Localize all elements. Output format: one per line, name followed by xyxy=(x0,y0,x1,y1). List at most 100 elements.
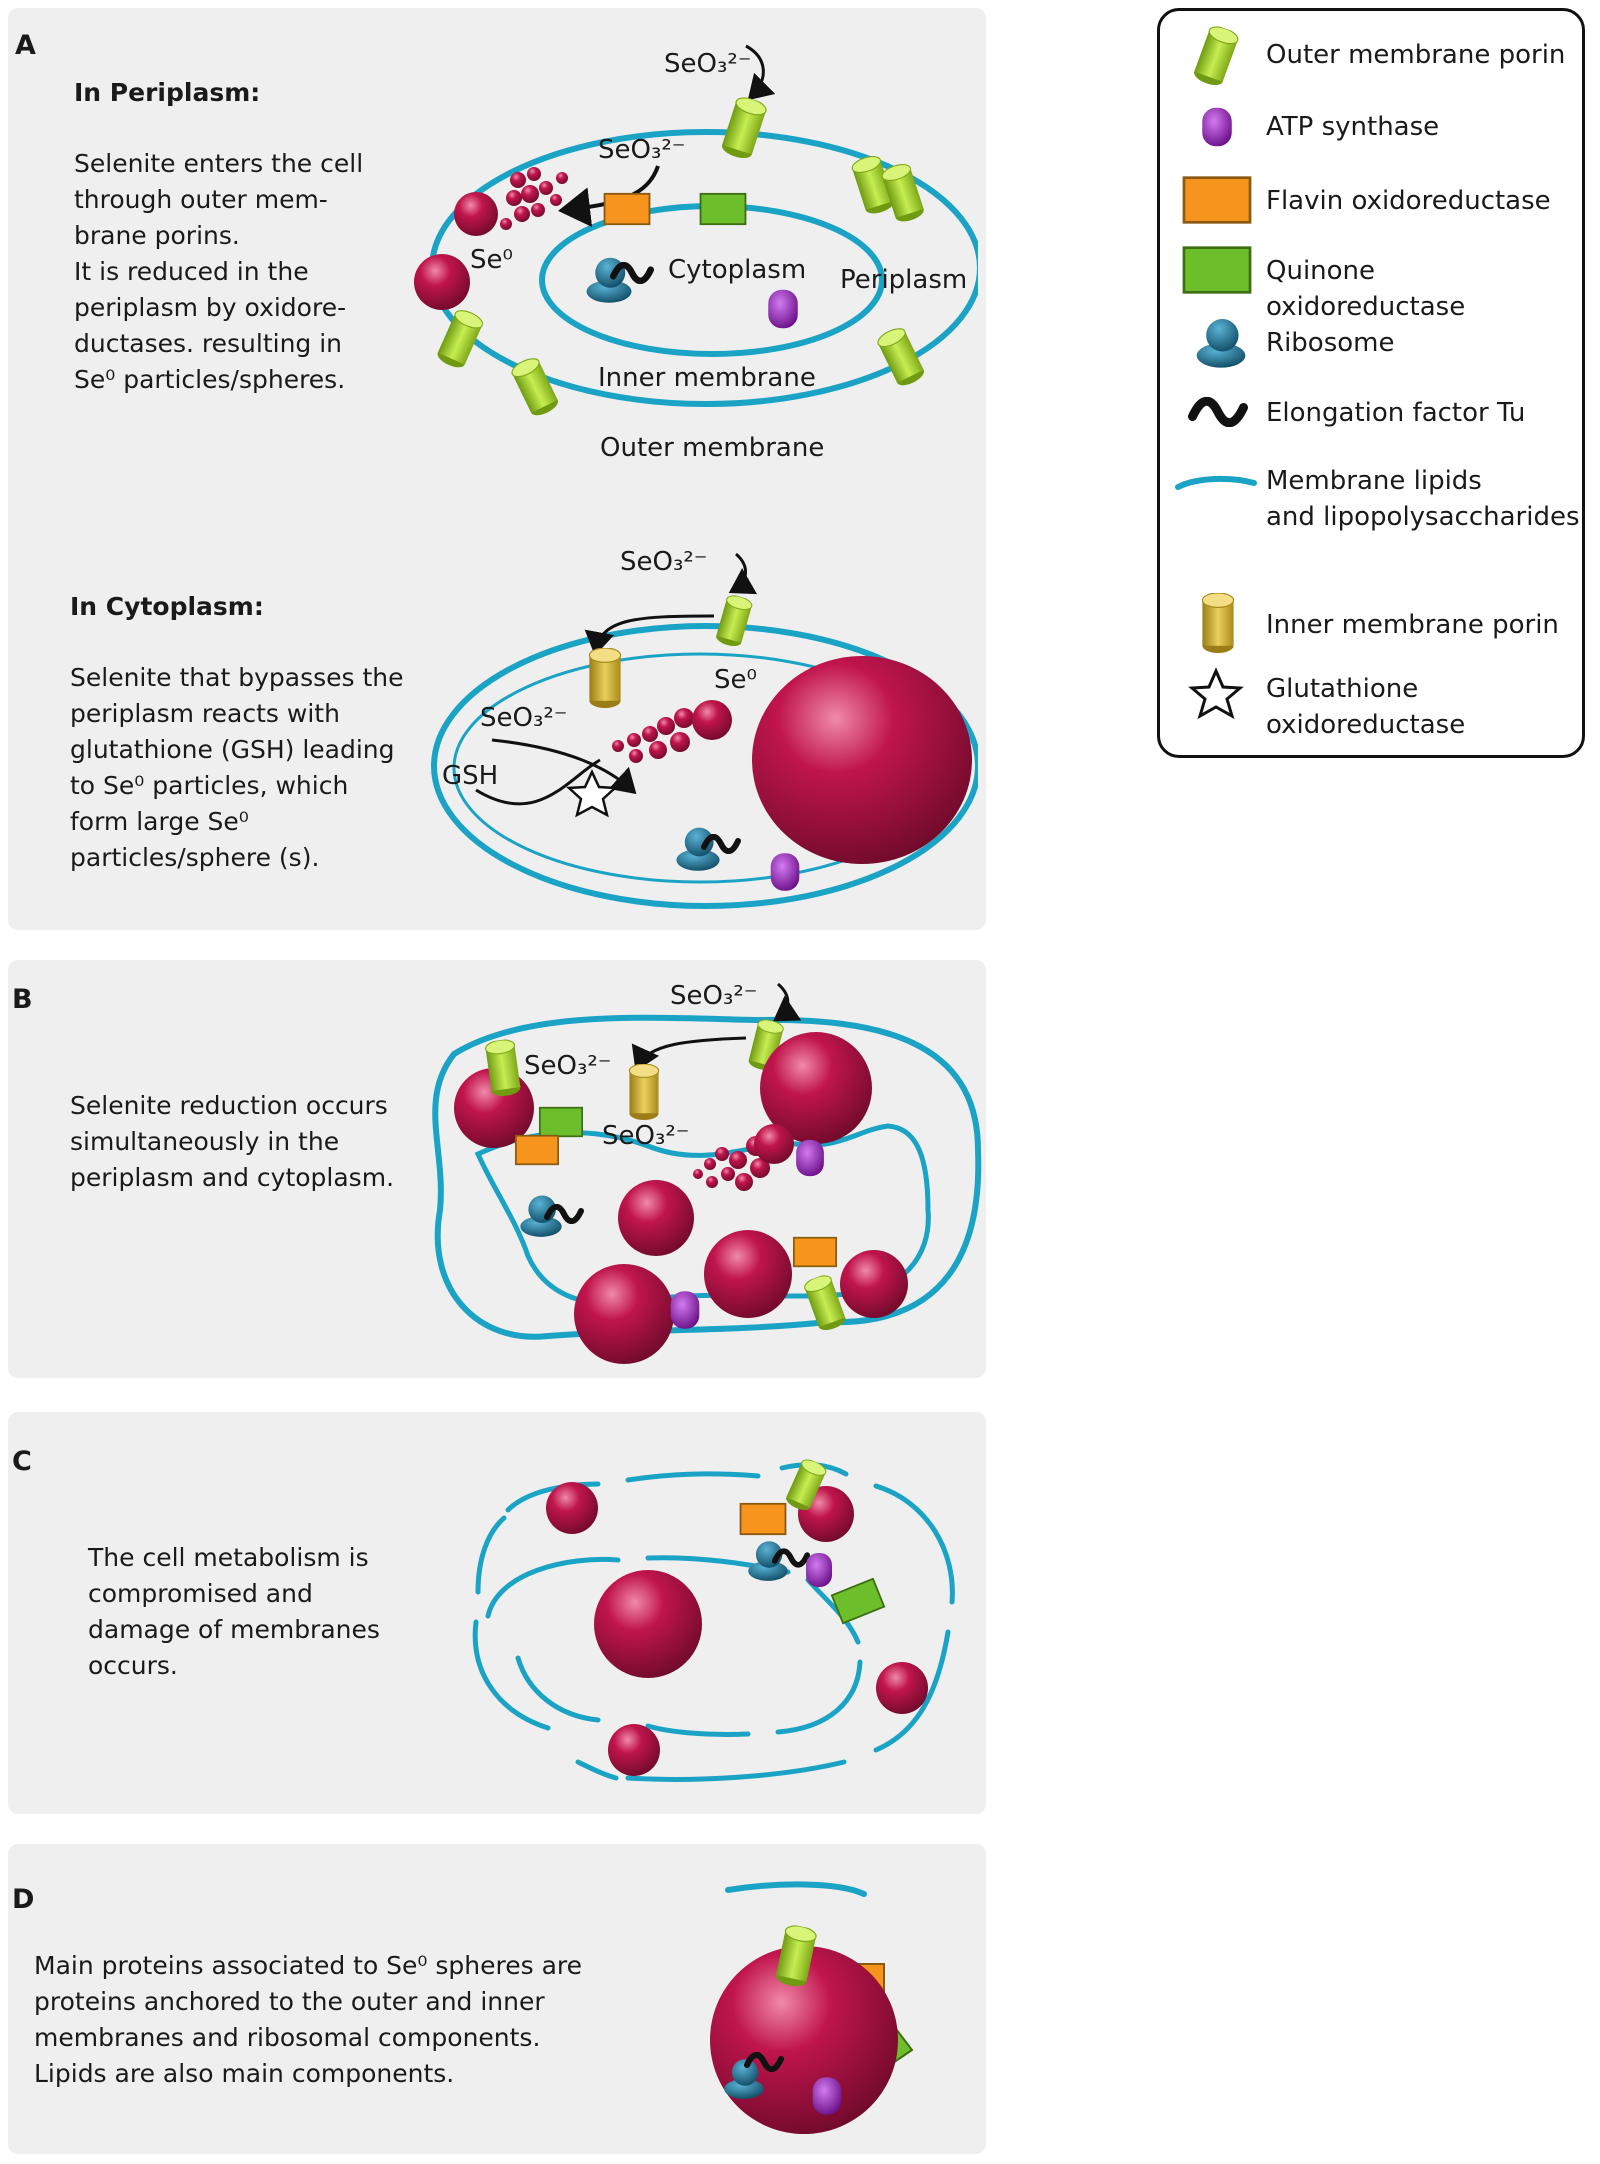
se-sphere xyxy=(704,1230,792,1318)
seo3-label-top: SeO₃²⁻ xyxy=(664,49,752,79)
atp-synthase-icon xyxy=(770,853,800,891)
panel-b: B Selenite reduction occurs simultaneous… xyxy=(8,960,986,1378)
outer-porin-icon xyxy=(719,94,769,162)
se-small-particles xyxy=(612,708,694,763)
elongation-factor-icon xyxy=(1174,381,1258,441)
cytoplasm-heading: In Cytoplasm: xyxy=(70,592,264,621)
se-sphere xyxy=(876,1662,928,1714)
quinone-oxidoreductase-icon xyxy=(699,192,747,226)
legend-label: ATP synthase xyxy=(1266,112,1440,142)
legend-label: Flavin oxidoreductase xyxy=(1266,186,1551,216)
panel-letter-c: C xyxy=(12,1446,32,1477)
outer-membrane xyxy=(431,623,978,909)
glutathione-star-icon xyxy=(565,769,619,818)
atp-synthase-icon xyxy=(1202,107,1232,147)
atp-synthase-icon xyxy=(812,2077,842,2115)
legend-label: Ribosome xyxy=(1266,328,1395,358)
panel-c-description: The cell metabolism is compromised and d… xyxy=(88,1543,380,1680)
flavin-oxidoreductase-icon xyxy=(1182,176,1252,224)
glutathione-star-icon xyxy=(1188,667,1244,720)
membrane-lipid-icon xyxy=(1175,475,1257,490)
se-small-particles xyxy=(693,1136,770,1191)
se-sphere xyxy=(618,1180,694,1256)
legend: Outer membrane porin ATP synthase Flavin… xyxy=(1157,8,1585,758)
quinone-oxidoreductase-icon xyxy=(538,1106,584,1138)
se-sphere xyxy=(760,1032,872,1144)
outer-porin-icon xyxy=(508,354,562,420)
selenite-entry-arrow xyxy=(745,44,776,101)
seo3-label-cytoplasm: SeO₃²⁻ xyxy=(480,703,568,733)
ribosome-icon xyxy=(1196,319,1246,368)
panel-letter-b: B xyxy=(12,984,33,1015)
legend-label: Outer membrane porin xyxy=(1266,40,1566,70)
inner-membrane xyxy=(474,1123,931,1307)
cytoplasm-cell-diagram: SeO₃²⁻ Se⁰ SeO₃²⁻ GSH xyxy=(431,547,978,909)
cytoplasm-label: Cytoplasm xyxy=(668,255,806,285)
panel-letter-a: A xyxy=(15,30,36,61)
panel-a: A In Periplasm: Selenite enters the cell… xyxy=(8,8,986,930)
se-sphere xyxy=(608,1724,660,1776)
legend-label: Membrane lipids and lipopolysaccharides xyxy=(1266,466,1580,532)
legend-label: Quinone oxidoreductase xyxy=(1266,256,1466,322)
periplasm-arrow xyxy=(631,1036,747,1072)
outer-porin-icon xyxy=(434,306,486,372)
outer-membrane-label: Outer membrane xyxy=(600,433,824,463)
periplasm-heading: In Periplasm: xyxy=(74,78,261,107)
selenite-entry-arrow xyxy=(773,982,802,1022)
ribosome-icon xyxy=(520,1195,562,1237)
se0-label: Se⁰ xyxy=(714,665,757,695)
gsh-reaction-arrow xyxy=(475,758,601,806)
legend-label: Elongation factor Tu xyxy=(1266,398,1526,428)
seo3-label-top: SeO₃²⁻ xyxy=(670,981,758,1011)
quinone-oxidoreductase-icon xyxy=(1182,246,1252,294)
panel-d-description: Main proteins associated to Se⁰ spheres … xyxy=(34,1951,583,2088)
se-sphere xyxy=(840,1250,908,1318)
seo3-label-top: SeO₃²⁻ xyxy=(620,547,708,577)
outer-porin-icon xyxy=(714,592,754,650)
selenite-reaction-arrow xyxy=(491,738,637,795)
se-sphere xyxy=(414,254,470,310)
flavin-oxidoreductase-icon xyxy=(739,1502,787,1536)
se-sphere xyxy=(594,1570,702,1678)
periplasm-description: Selenite enters the cell through outer m… xyxy=(74,149,364,394)
seo3-label-cytoplasm: SeO₃²⁻ xyxy=(602,1121,690,1151)
ribosome-icon xyxy=(748,1541,788,1581)
atp-synthase-icon xyxy=(670,1291,700,1329)
selenite-entry-arrow xyxy=(728,552,758,595)
panel-c: C The cell metabolism is compromised and… xyxy=(8,1412,986,1814)
flavin-oxidoreductase-icon xyxy=(603,192,651,226)
panel-b-cell-diagram: SeO₃²⁻ SeO₃²⁻ SeO₃²⁻ xyxy=(432,981,982,1364)
se-large-sphere xyxy=(752,656,972,864)
seo3-label-periplasm: SeO₃²⁻ xyxy=(524,1051,612,1081)
seo3-label-periplasm: SeO₃²⁻ xyxy=(598,135,686,165)
periplasm-cell-diagram: SeO₃²⁻ SeO₃²⁻ Se⁰ Cytoplasm P xyxy=(414,44,978,463)
se0-label: Se⁰ xyxy=(470,245,513,275)
inner-membrane-label: Inner membrane xyxy=(598,363,816,393)
legend-label: Glutathione oxidoreductase xyxy=(1266,674,1466,740)
inner-porin-icon xyxy=(628,1064,660,1120)
panel-letter-d: D xyxy=(12,1884,35,1915)
panel-d: D Main proteins associated to Se⁰ sphere… xyxy=(8,1844,986,2154)
periplasm-label: Periplasm xyxy=(840,265,967,295)
bypass-arrow xyxy=(584,614,715,656)
outer-membrane xyxy=(432,1014,982,1340)
atp-synthase-icon xyxy=(768,289,798,329)
panel-c-cell-diagram xyxy=(472,1456,955,1782)
gsh-label: GSH xyxy=(442,761,498,791)
panel-b-description: Selenite reduction occurs simultaneously… xyxy=(70,1091,395,1192)
atp-synthase-icon xyxy=(796,1139,824,1177)
se-sphere xyxy=(754,1124,794,1164)
se-sphere xyxy=(692,700,732,740)
quinone-oxidoreductase-icon xyxy=(830,1577,886,1625)
membrane-lipid-fragment xyxy=(725,1881,867,1897)
se-sphere xyxy=(574,1264,674,1364)
flavin-oxidoreductase-icon xyxy=(514,1134,560,1166)
cytoplasm-description: Selenite that bypasses the periplasm rea… xyxy=(70,663,404,872)
se-sphere xyxy=(546,1482,598,1534)
legend-label: Inner membrane porin xyxy=(1266,610,1559,640)
inner-porin-icon xyxy=(1201,593,1235,653)
se-small-particles xyxy=(500,167,568,230)
inner-porin-icon xyxy=(588,648,622,708)
atp-synthase-icon xyxy=(806,1553,832,1587)
se-sphere xyxy=(454,192,498,236)
